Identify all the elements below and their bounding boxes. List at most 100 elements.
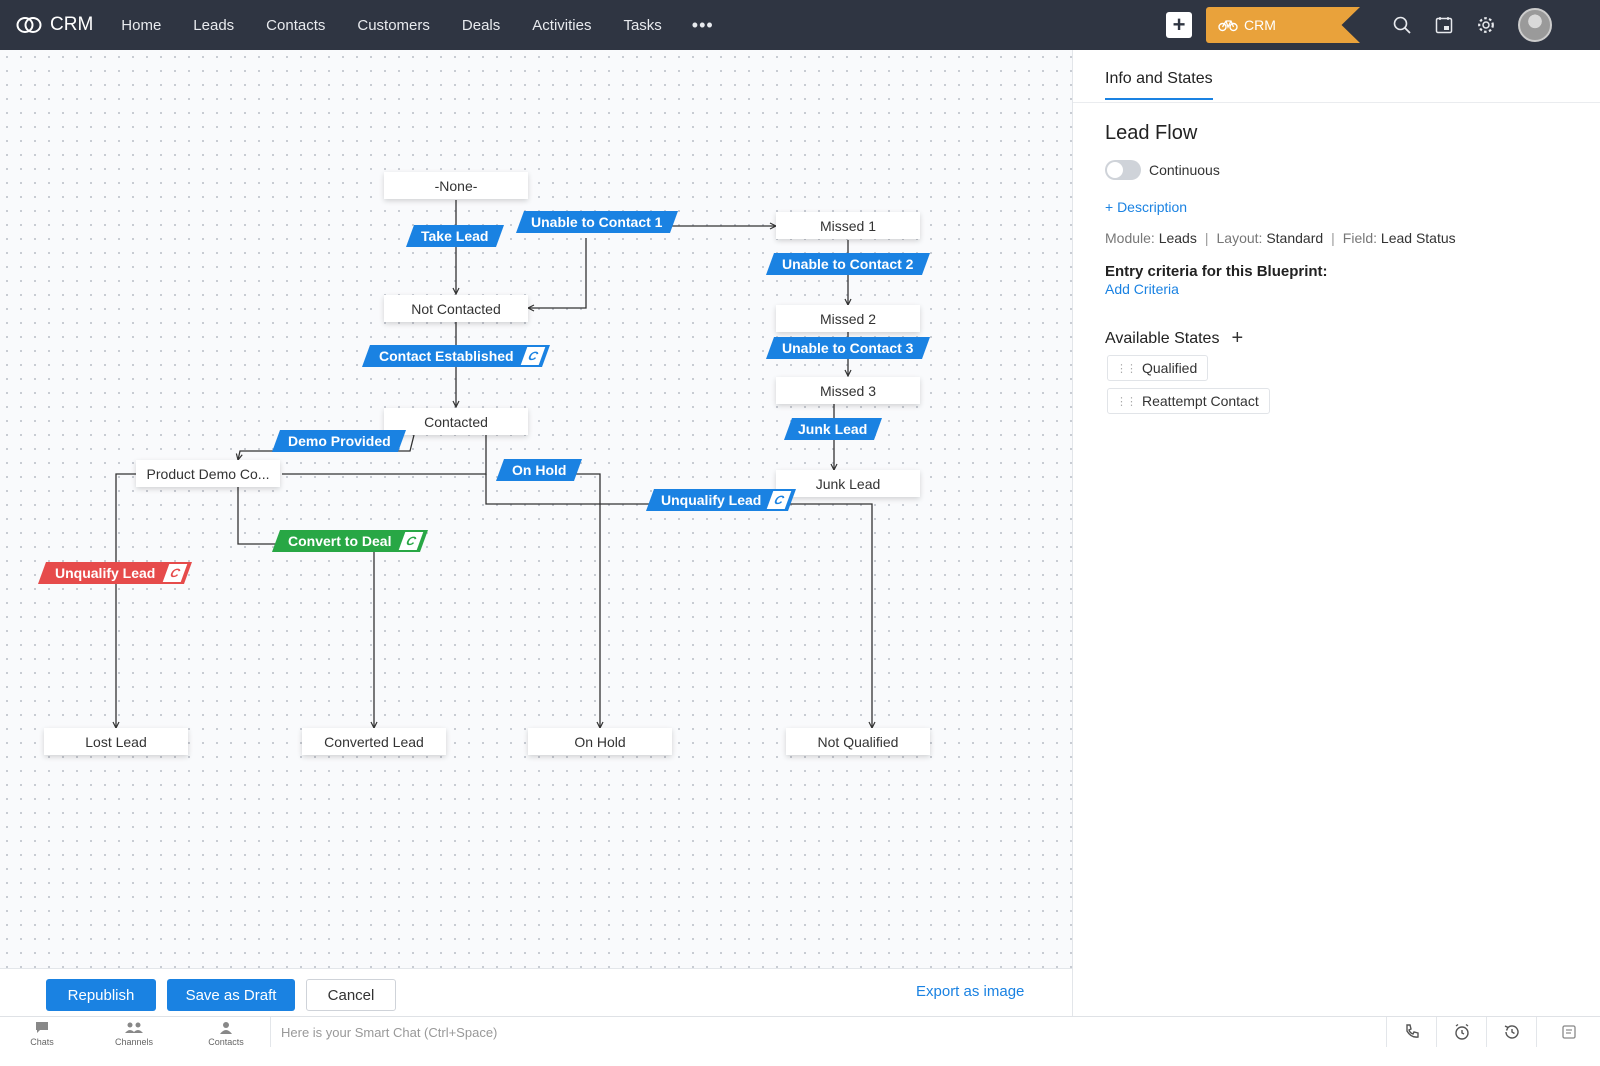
available-state-label: Qualified: [1142, 360, 1198, 376]
nav-contacts[interactable]: Contacts: [266, 16, 326, 34]
state-junk-lead[interactable]: Junk Lead: [776, 470, 920, 497]
field-value: Lead Status: [1380, 230, 1456, 246]
module-label: Module:: [1105, 230, 1155, 246]
nav-activities[interactable]: Activities: [532, 16, 592, 34]
state-missed-3[interactable]: Missed 3: [776, 377, 920, 404]
drag-handle-icon[interactable]: ⋮⋮: [1116, 395, 1137, 408]
transition-junk-lead[interactable]: Junk Lead: [783, 418, 883, 440]
blueprint-canvas[interactable]: -None- Not Contacted Contacted Product D…: [0, 50, 1072, 968]
transition-label: Unqualify Lead: [660, 492, 762, 508]
continuous-label: Continuous: [1149, 162, 1220, 178]
transition-label: Unable to Contact 3: [782, 340, 914, 356]
transition-label: Contact Established: [378, 348, 514, 364]
transition-label: Take Lead: [421, 228, 489, 244]
republish-button[interactable]: Republish: [46, 979, 156, 1011]
common-transition-marker: C: [398, 532, 424, 550]
transition-label: Unqualify Lead: [54, 565, 156, 581]
transition-label: Demo Provided: [287, 433, 391, 449]
channels-icon: [125, 1022, 143, 1033]
main-nav: Home Leads Contacts Customers Deals Acti…: [105, 0, 727, 50]
transition-label: Unable to Contact 2: [782, 256, 914, 272]
transition-unable-to-contact-1[interactable]: Unable to Contact 1: [515, 211, 679, 233]
transition-unable-to-contact-3[interactable]: Unable to Contact 3: [765, 337, 931, 359]
contact-icon: [220, 1022, 232, 1034]
create-new-button[interactable]: +: [1166, 12, 1192, 38]
nav-tasks[interactable]: Tasks: [623, 16, 662, 34]
available-states-header: Available States +: [1105, 327, 1243, 350]
channels-shortcut[interactable]: Channels: [104, 1021, 164, 1047]
cancel-button[interactable]: Cancel: [306, 979, 396, 1011]
gear-icon[interactable]: [1475, 14, 1497, 36]
blueprint-meta: Module: Leads | Layout: Standard | Field…: [1105, 230, 1456, 246]
crm-logo-icon: [16, 17, 42, 33]
state-contacted[interactable]: Contacted: [384, 408, 528, 435]
transition-on-hold[interactable]: On Hold: [495, 459, 583, 481]
blueprint-title: Lead Flow: [1105, 122, 1198, 144]
contacts-shortcut[interactable]: Contacts: [196, 1021, 256, 1047]
entry-criteria-title: Entry criteria for this Blueprint:: [1105, 263, 1328, 280]
blueprint-footer: Republish Save as Draft Cancel Export as…: [0, 968, 1072, 1016]
layout-label: Layout:: [1216, 230, 1263, 246]
state-lost-lead[interactable]: Lost Lead: [44, 728, 188, 755]
nav-home[interactable]: Home: [121, 16, 162, 34]
smart-chat-input[interactable]: Here is your Smart Chat (Ctrl+Space): [270, 1017, 497, 1047]
search-icon[interactable]: [1391, 14, 1413, 36]
bicycle-icon: [1218, 20, 1238, 32]
channels-label: Channels: [114, 1037, 154, 1047]
org-name: CRM: [1244, 17, 1276, 33]
org-switcher[interactable]: CRM: [1206, 7, 1360, 43]
notes-icon[interactable]: [1536, 1017, 1600, 1047]
field-label: Field:: [1342, 230, 1378, 246]
transition-contact-established[interactable]: Contact Established C: [361, 345, 551, 367]
transition-take-lead[interactable]: Take Lead: [405, 225, 505, 247]
calendar-icon[interactable]: [1433, 14, 1455, 36]
save-as-draft-button[interactable]: Save as Draft: [167, 979, 295, 1011]
chats-shortcut[interactable]: Chats: [12, 1021, 72, 1047]
alarm-clock-icon[interactable]: [1436, 1017, 1486, 1047]
bottom-bar: Chats Channels Contacts Here is your Sma…: [0, 1016, 1600, 1066]
state-none[interactable]: -None-: [384, 172, 528, 199]
transition-unqualify-lead-red[interactable]: Unqualify Lead C: [37, 562, 193, 584]
call-log-icon[interactable]: [1386, 1017, 1436, 1047]
export-as-image-link[interactable]: Export as image: [916, 983, 1025, 1000]
nav-deals[interactable]: Deals: [461, 16, 501, 34]
state-missed-1[interactable]: Missed 1: [776, 212, 920, 239]
user-avatar[interactable]: [1518, 8, 1552, 42]
common-transition-marker: C: [520, 347, 546, 365]
state-not-qualified[interactable]: Not Qualified: [786, 728, 930, 755]
state-product-demo[interactable]: Product Demo Co...: [136, 460, 280, 487]
common-transition-marker: C: [162, 564, 188, 582]
state-converted-lead[interactable]: Converted Lead: [302, 728, 446, 755]
history-icon[interactable]: [1486, 1017, 1536, 1047]
transition-demo-provided[interactable]: Demo Provided: [271, 430, 407, 452]
info-panel: Info and States Lead Flow Continuous + D…: [1072, 50, 1600, 1016]
state-not-contacted[interactable]: Not Contacted: [384, 295, 528, 322]
drag-handle-icon[interactable]: ⋮⋮: [1116, 362, 1137, 375]
layout-value: Standard: [1266, 230, 1324, 246]
nav-more-icon[interactable]: •••: [691, 14, 714, 35]
tab-info-and-states[interactable]: Info and States: [1105, 70, 1213, 100]
state-on-hold[interactable]: On Hold: [528, 728, 672, 755]
available-states-title: Available States: [1105, 329, 1220, 347]
transition-label: Convert to Deal: [288, 533, 392, 549]
panel-divider: [1073, 102, 1600, 103]
nav-customers[interactable]: Customers: [357, 16, 430, 34]
module-value: Leads: [1158, 230, 1197, 246]
brand-name: CRM: [50, 14, 94, 35]
transition-label: Junk Lead: [798, 421, 868, 437]
nav-leads[interactable]: Leads: [193, 16, 235, 34]
transition-unable-to-contact-2[interactable]: Unable to Contact 2: [765, 253, 931, 275]
available-state-chip[interactable]: ⋮⋮ Reattempt Contact: [1107, 388, 1270, 414]
add-criteria-link[interactable]: Add Criteria: [1105, 281, 1179, 297]
available-state-chip[interactable]: ⋮⋮ Qualified: [1107, 355, 1209, 381]
crm-logo[interactable]: CRM: [16, 14, 93, 36]
add-state-icon[interactable]: +: [1231, 327, 1244, 349]
continuous-toggle[interactable]: [1105, 160, 1141, 180]
transition-convert-to-deal[interactable]: Convert to Deal C: [271, 530, 429, 552]
common-transition-marker: C: [766, 491, 792, 509]
state-missed-2[interactable]: Missed 2: [776, 305, 920, 332]
add-description-link[interactable]: + Description: [1105, 199, 1188, 215]
contacts-label: Contacts: [208, 1037, 244, 1047]
transition-connectors: [0, 200, 1072, 968]
